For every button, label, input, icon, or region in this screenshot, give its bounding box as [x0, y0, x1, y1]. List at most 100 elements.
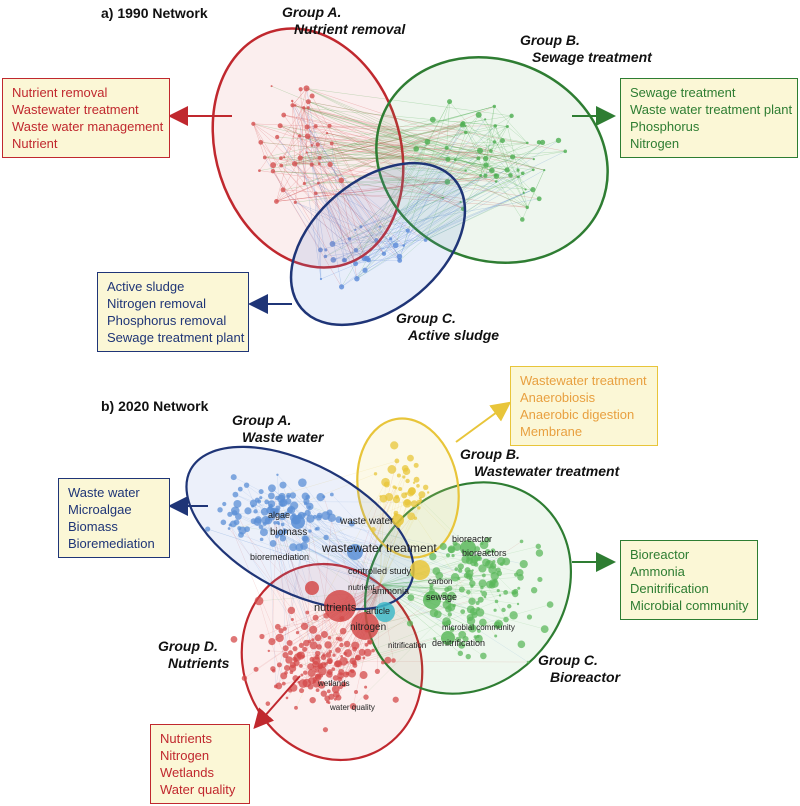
network-2020-nodes — [205, 441, 554, 733]
network-2020-node — [311, 638, 315, 642]
network-1990-edge — [294, 123, 464, 165]
network-1990-edge — [295, 105, 479, 159]
network-2020-node — [514, 572, 519, 577]
network-2020-node — [230, 636, 238, 643]
network-2020-node — [495, 567, 501, 573]
network-2020-node — [270, 666, 276, 672]
network-2020-node — [446, 594, 451, 599]
network-2020-node — [301, 492, 310, 500]
network-1990-edge — [315, 193, 377, 245]
network-1990-node — [341, 257, 347, 263]
network-1990-edge — [308, 101, 566, 152]
network-1990-edge — [295, 202, 377, 245]
network-1990-edge — [485, 158, 519, 177]
network-1990-edge — [455, 159, 523, 174]
network-2020-node — [332, 653, 336, 657]
network-1990-node — [392, 242, 399, 249]
network-2020-node — [511, 589, 517, 595]
keyword-1990-b-1: Sewage treatment — [630, 85, 736, 100]
network-2020-node — [329, 492, 334, 497]
network-1990-edge — [480, 106, 495, 176]
network-2020-node — [410, 500, 418, 508]
network-2020-node — [481, 590, 488, 597]
network-1990-edge — [315, 193, 321, 250]
network-2020-node-label: bioremediation — [250, 552, 309, 562]
network-1990-edge — [399, 164, 487, 257]
network-2020-edge — [379, 496, 398, 586]
network-2020-node — [395, 494, 400, 499]
network-2020-node — [302, 646, 308, 652]
network-1990-node — [444, 179, 451, 185]
network-1990-edge — [306, 152, 356, 264]
network-2020-node — [278, 628, 284, 634]
network-2020-edge — [240, 534, 381, 586]
network-2020-node — [387, 465, 397, 474]
keyword-2020-c-1: Bioreactor — [630, 547, 690, 562]
network-2020-node — [284, 511, 289, 516]
network-2020-node — [499, 562, 504, 567]
panel-b-title: b) 2020 Network — [101, 398, 209, 414]
network-2020-edge — [338, 584, 381, 698]
network-1990-node — [262, 155, 267, 160]
network-2020-node — [433, 610, 442, 619]
network-2020-edge — [379, 584, 394, 661]
network-1990-edge — [356, 238, 391, 279]
network-1990-node — [304, 124, 310, 130]
network-1990-node — [508, 173, 513, 178]
network-2020-node — [371, 648, 375, 653]
network-2020-node — [235, 513, 242, 520]
network-1990-edge — [303, 107, 316, 127]
network-1990-edges — [253, 85, 566, 288]
network-2020-node — [338, 684, 343, 690]
network-2020-node — [442, 600, 452, 610]
network-2020-node — [408, 487, 416, 495]
network-1990-edge — [283, 189, 528, 208]
network-2020-node — [364, 685, 368, 689]
network-2020-edge — [379, 584, 459, 640]
network-1990-edge — [295, 202, 404, 246]
network-1990-node — [297, 155, 303, 161]
network-2020-node — [285, 656, 293, 664]
network-2020-node — [498, 594, 502, 597]
network-2020-node — [379, 495, 382, 498]
network-1990-node — [543, 169, 546, 172]
network-1990-edge — [303, 107, 350, 240]
network-2020-node — [331, 685, 340, 694]
network-2020-node — [494, 634, 498, 638]
network-2020-node — [451, 553, 455, 558]
network-2020-node — [339, 642, 344, 648]
network-1990-edge — [425, 132, 466, 241]
network-1990-edge — [407, 170, 493, 231]
network-2020-edge — [235, 510, 322, 676]
keyword-2020-d-2: Nitrogen — [160, 748, 210, 763]
network-2020-node — [337, 636, 343, 642]
network-2020-node — [327, 513, 336, 522]
network-1990-node — [424, 138, 431, 145]
network-1990-edge — [455, 159, 528, 208]
network-1990-edge — [315, 176, 519, 194]
network-1990-node — [305, 151, 308, 154]
network-2020-node — [222, 501, 227, 507]
network-1990-edge — [356, 169, 534, 279]
network-2020-node — [466, 605, 475, 614]
network-1990-edge — [303, 107, 362, 227]
network-1990-node — [290, 103, 295, 108]
network-2020-node — [352, 663, 358, 668]
network-2020-node — [300, 622, 309, 631]
network-2020-node — [268, 637, 276, 646]
network-2020-node-label: denitrification — [432, 638, 485, 648]
network-1990-edge — [331, 143, 491, 152]
network-2020-hub-node — [460, 540, 476, 556]
network-1990-node — [423, 238, 428, 242]
network-1990-edge — [495, 125, 524, 193]
network-2020-edge — [280, 532, 447, 625]
network-2020-edge — [253, 520, 381, 586]
network-2020-edge — [277, 522, 337, 695]
network-1990-edge — [485, 141, 495, 176]
network-1990-node — [291, 99, 294, 103]
network-1990-node — [396, 253, 403, 260]
network-1990-node — [324, 248, 328, 252]
cluster-1990-group-a-ellipse — [211, 27, 405, 269]
network-1990-node — [563, 149, 568, 154]
network-2020-node-label: wastewater treatment — [321, 541, 437, 555]
